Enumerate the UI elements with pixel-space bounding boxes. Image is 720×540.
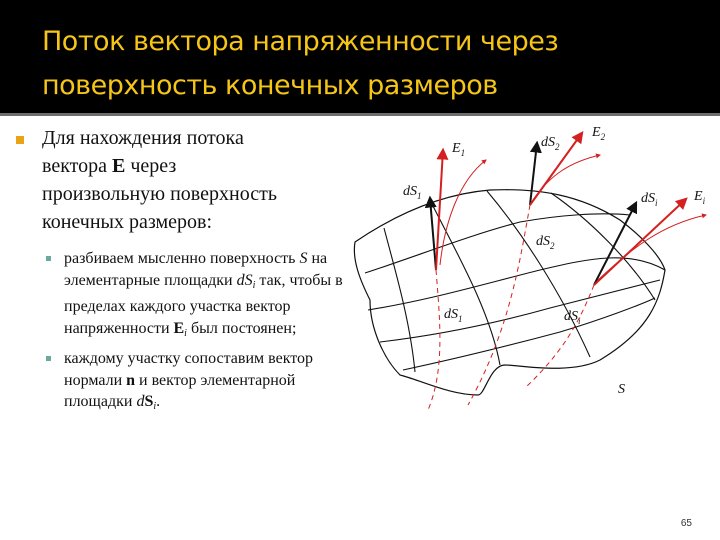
text: разбиваем мысленно поверхность: [64, 250, 300, 267]
label-Ei: Ei: [693, 189, 706, 206]
bullet-small-icon: [46, 356, 51, 361]
grid-line: [367, 257, 666, 311]
text: вектора: [42, 155, 113, 177]
subscript: i: [252, 279, 256, 291]
subscript: i: [153, 401, 157, 412]
field-vector-E1: [435, 147, 449, 271]
slide-title: Поток вектора напряженности через поверх…: [42, 20, 702, 108]
intro-line-4: конечных размеров:: [42, 211, 213, 233]
title-line-1: Поток вектора напряженности через: [42, 26, 559, 57]
grid-line: [383, 227, 416, 373]
text: так, чтобы в пределах каждого участка ве…: [64, 271, 343, 337]
label-dSi-patch: dSi: [564, 309, 581, 326]
sub-bullet-item: разбиваем мысленно поверхность S на элем…: [46, 248, 345, 344]
label-surface-S: S: [618, 382, 625, 397]
text: на элементарные площадки: [64, 250, 328, 289]
symbol-dS: dS: [236, 271, 253, 289]
field-vector-Ei: [593, 197, 688, 286]
flux-diagram: E1 dS1 dS2 E2 dSi Ei dS1 dS2 dSi S: [353, 125, 707, 411]
grid-line: [402, 297, 656, 371]
page-number: 65: [680, 518, 692, 529]
text: и вектор элементарной площадки: [64, 371, 296, 411]
label-E1: E1: [451, 141, 465, 158]
symbol-S: S: [299, 250, 308, 267]
label-dS1-patch: dS1: [444, 307, 463, 324]
label-dS2-vector: dS2: [541, 135, 560, 152]
symbol-S-bold: S: [144, 393, 154, 410]
field-line-1: [439, 159, 487, 266]
field-line-dashed: [467, 204, 531, 406]
header-divider: [0, 113, 720, 116]
slide-header: Поток вектора напряженности через поверх…: [0, 0, 720, 113]
label-dSi-vector: dSi: [641, 191, 658, 208]
surface-outline: [353, 189, 666, 396]
normal-vector-dSi: [593, 200, 638, 286]
subscript: i: [184, 327, 187, 339]
symbol-E: E: [173, 319, 185, 337]
grid-line: [486, 190, 591, 358]
symbol-n: n: [126, 371, 136, 389]
sub-bullet-item: каждому участку сопоставим вектор нормал…: [46, 348, 345, 418]
text: каждому участку сопоставим вектор нормал…: [64, 350, 314, 389]
grid-line: [432, 205, 501, 366]
grid-line: [550, 192, 656, 301]
label-dS1-vector: dS1: [403, 184, 422, 201]
intro-line-2: вектора E через: [42, 152, 342, 180]
normal-vector-dS2: [529, 140, 542, 206]
label-dS2-patch: dS2: [536, 234, 555, 251]
intro-paragraph: Для нахождения потока вектора E через пр…: [42, 124, 342, 236]
intro-line-1: Для нахождения потока: [42, 127, 244, 149]
vector-E: E: [112, 155, 126, 177]
symbol-d: d: [136, 393, 145, 410]
bullet-square-icon: [16, 136, 24, 144]
field-line-2: [532, 153, 601, 201]
normal-vector-dS1: [424, 195, 437, 271]
bullet-small-icon: [46, 256, 51, 261]
text: через: [125, 155, 177, 177]
field-line-dashed: [524, 284, 595, 389]
field-line-dashed: [427, 269, 441, 411]
text: был постоянен;: [186, 319, 297, 337]
sub-bullet-list: разбиваем мысленно поверхность S на элем…: [40, 248, 345, 422]
text: .: [156, 393, 161, 410]
label-E2: E2: [591, 125, 606, 142]
grid-line: [379, 279, 661, 343]
intro-line-3: произвольную поверхность: [42, 183, 277, 205]
grid-line: [364, 213, 631, 274]
title-line-2: поверхность конечных размеров: [42, 70, 498, 101]
field-line-i: [597, 213, 707, 281]
